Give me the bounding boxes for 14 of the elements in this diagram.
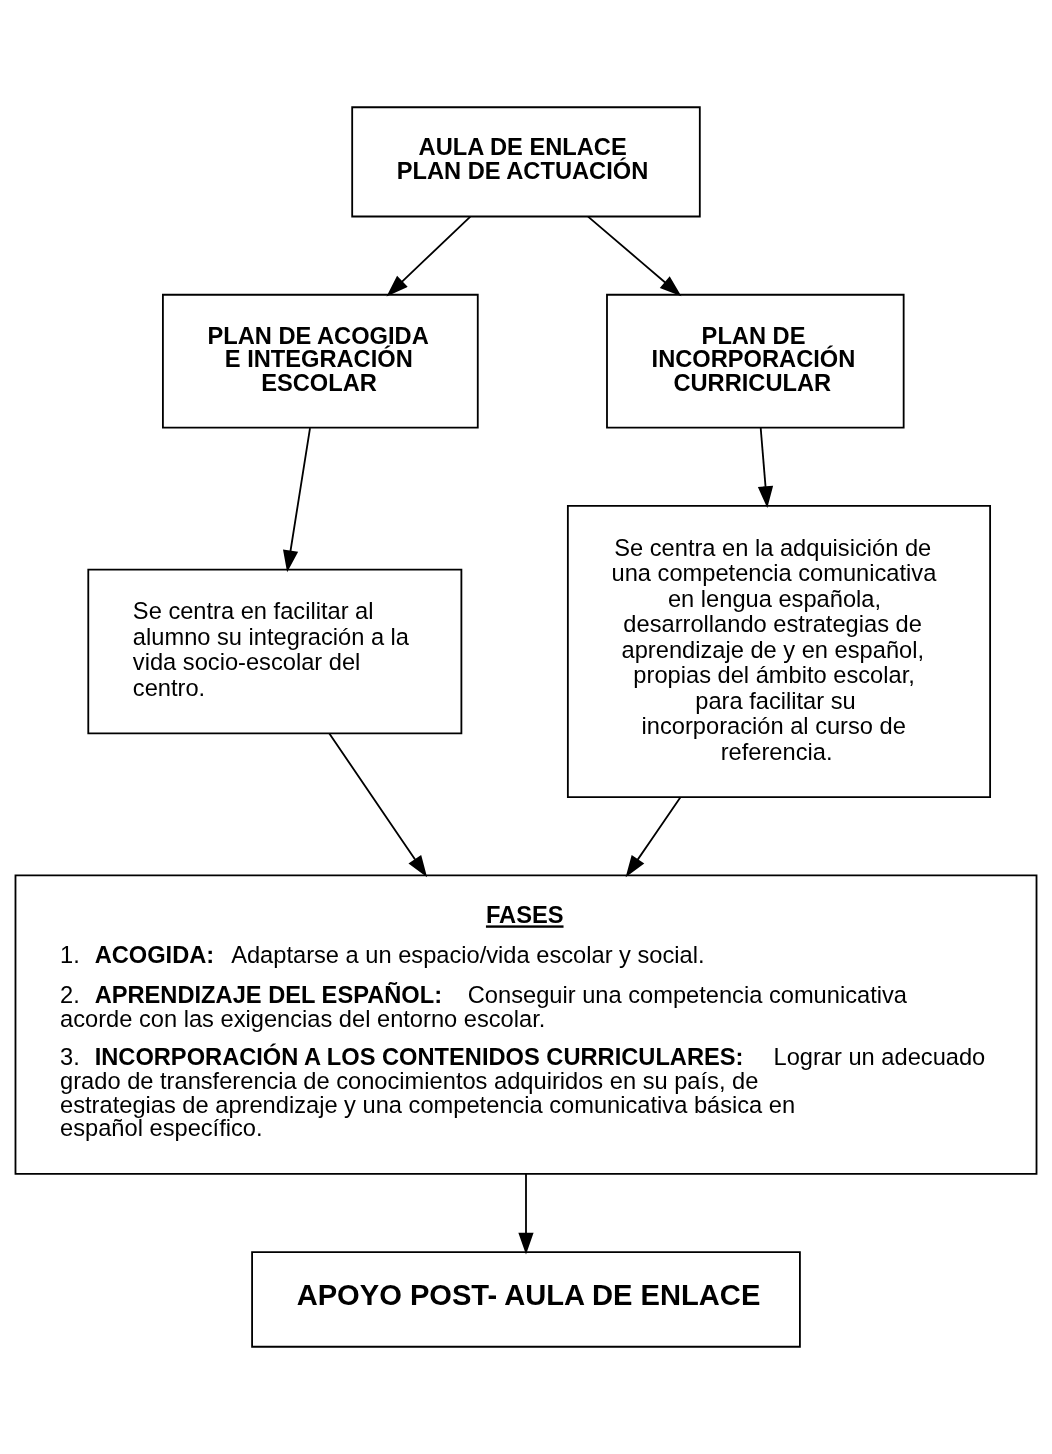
arrow [757,427,774,509]
arrow [386,215,472,297]
arrow [518,1173,534,1255]
node-box: AULA DE ENLACE PLAN DE ACTUACIÓN [351,106,701,218]
node-box: PLAN DE ACOGIDA E INTEGRACIÓN ESCOLAR [162,293,479,429]
arrow [625,796,682,878]
node-box: Se centra en la adquisición de una competencia comunicativa en lengua española, desarrollando estrategias de aprendizaje de y en español, propias del ámbito escolar, para facilitar su incorporación al curso de referencia. [566,504,991,798]
node-box: PLAN DE INCORPORACIÓN CURRICULAR [606,293,905,429]
arrow [283,427,311,573]
node-box: APOYO POST- AULA DE ENLACE [251,1251,801,1348]
arrow [328,732,428,878]
node-box: Se centra en facilitar al alumno su integración a la vida socio-escolar del centro. [87,568,463,735]
node-box: FASES 1. ACOGIDA: Adaptarse a un espacio/vida escolar y social. 2. APRENDIZAJE DEL ESPAÑOL: Conseguir una competencia comunicativa acorde con las exigencias del entorno escolar. 3. INCORPORACIÓN A LOS CONTENIDOS CURRICULARES: Lograr un adecuado grado de transferencia de conocimientos adquiridos en su país, de estrategias de aprendizaje y una competencia comunicativa básica en español específico. [14,874,1038,1175]
arrow [587,215,682,297]
